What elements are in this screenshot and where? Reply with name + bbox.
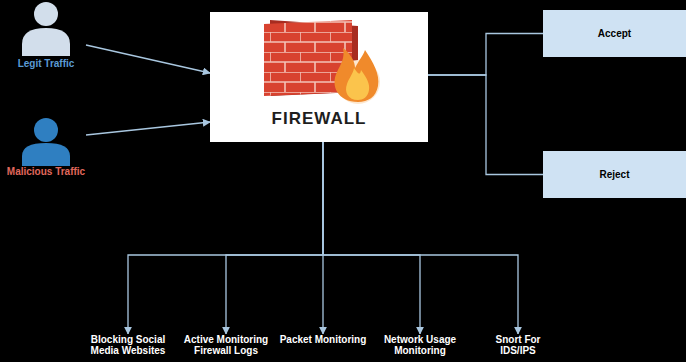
connector — [128, 142, 323, 334]
feature-label-box: Network Usage Monitoring — [377, 334, 463, 356]
connector — [323, 142, 518, 334]
traffic-source: Malicious Traffic — [6, 116, 86, 178]
person-icon — [7, 116, 85, 166]
traffic-source: Legit Traffic — [6, 0, 86, 70]
person-icon — [7, 0, 85, 58]
feature-label-box: Snort For IDS/IPS — [487, 334, 549, 356]
firewall-box: FIREWALL — [210, 12, 428, 142]
connector — [428, 34, 543, 76]
feature-label-box: Blocking Social Media Websites — [84, 334, 172, 356]
firewall-label: FIREWALL — [210, 109, 428, 129]
action-label: Reject — [599, 169, 629, 180]
connector — [86, 45, 210, 73]
feature-label: Blocking Social Media Websites — [84, 334, 172, 356]
action-label: Accept — [598, 28, 631, 39]
connector — [226, 142, 323, 334]
feature-label-box: Active Monitoring Firewall Logs — [178, 334, 274, 356]
source-label: Malicious Traffic — [7, 166, 85, 178]
connector — [428, 75, 543, 175]
action-box: Reject — [543, 151, 686, 198]
source-label: Legit Traffic — [18, 58, 75, 70]
feature-label: Packet Monitoring — [275, 334, 371, 345]
feature-label-box: Packet Monitoring — [275, 334, 371, 345]
feature-label: Snort For IDS/IPS — [487, 334, 549, 356]
feature-label: Active Monitoring Firewall Logs — [178, 334, 274, 356]
connector — [86, 122, 210, 135]
feature-label: Network Usage Monitoring — [377, 334, 463, 356]
connector — [323, 142, 420, 334]
action-box: Accept — [543, 10, 686, 57]
